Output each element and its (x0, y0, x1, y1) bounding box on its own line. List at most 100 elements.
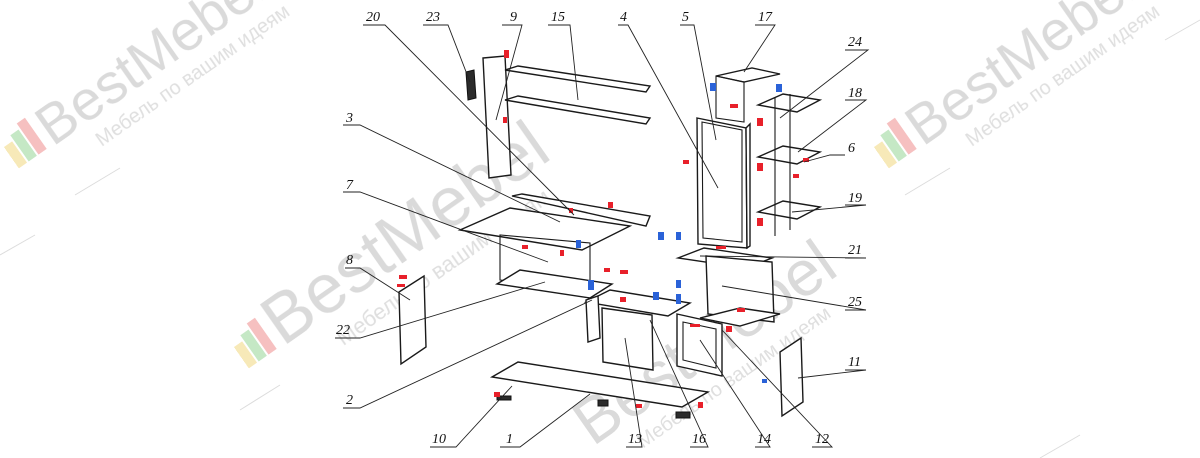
part-15-shelf-top (504, 65, 652, 93)
watermark-brand: BestMebel (894, 0, 1147, 157)
callout-4: 4 (620, 10, 627, 25)
callout-14: 14 (757, 432, 771, 447)
part-24-shelf (755, 93, 823, 113)
leader-6 (803, 154, 845, 163)
cam-fitting (658, 232, 664, 240)
part-16-panel (585, 295, 601, 343)
callout-6: 6 (848, 141, 855, 156)
leader-17 (743, 24, 776, 73)
screw-fitting (636, 404, 642, 408)
callout-16: 16 (692, 432, 706, 447)
callout-2: 2 (346, 393, 353, 408)
callout-22: 22 (336, 323, 350, 338)
watermark-guide-lines (0, 19, 1200, 458)
callout-labels: 20 23 9 15 4 5 17 24 18 6 19 3 7 8 22 2 … (336, 10, 862, 447)
screw-fitting (757, 163, 763, 171)
part-2-base-board (583, 289, 693, 317)
screw-fitting (757, 118, 763, 126)
leader-5 (680, 24, 717, 141)
leader-19 (791, 204, 867, 213)
leader-16 (649, 319, 709, 448)
screw-fitting (757, 218, 763, 226)
leader-22 (335, 281, 546, 339)
part-20-top-board (511, 193, 651, 227)
part-17-top-box (715, 75, 745, 123)
cam-fitting (676, 294, 681, 304)
screw-fitting (793, 174, 799, 178)
fittings (397, 50, 809, 408)
leader-3 (343, 124, 561, 223)
callout-15: 15 (551, 10, 565, 25)
cam-fitting (676, 280, 681, 288)
watermark-logo-center: BestMebel Мебель по вашим идеям (233, 106, 562, 369)
part-8-end-panel (398, 274, 427, 366)
cam-fitting (762, 379, 767, 383)
part-17-top-cap (715, 67, 781, 83)
cam-fitting (676, 232, 681, 240)
callout-13: 13 (628, 432, 642, 447)
callout-19: 19 (848, 191, 862, 206)
screw-fitting (494, 392, 500, 397)
part-16-foot (597, 399, 609, 407)
leader-15 (548, 24, 579, 101)
screw-fitting (730, 104, 738, 108)
part-11-end-panel (779, 336, 804, 418)
part-22-bottom-shelf (494, 269, 614, 299)
callout-5: 5 (682, 10, 689, 25)
leader-1 (500, 393, 591, 448)
cam-fitting (776, 84, 782, 92)
part-3-board (457, 207, 633, 251)
screw-fitting (698, 402, 703, 408)
screw-fitting (690, 324, 700, 327)
part-13-door (601, 307, 654, 371)
screw-fitting (522, 245, 528, 249)
callout-17: 17 (758, 10, 773, 25)
leader-7 (343, 191, 549, 263)
leader-25 (721, 285, 867, 311)
leader-18 (797, 99, 868, 153)
part-10-foot (496, 395, 512, 401)
part-14-door-frame (682, 321, 717, 369)
screw-fitting (803, 158, 809, 162)
screw-fitting (620, 270, 628, 274)
screw-fitting (503, 117, 507, 123)
screw-fitting (737, 308, 745, 312)
callout-24: 24 (848, 35, 862, 50)
callout-25: 25 (848, 295, 862, 310)
callout-21: 21 (848, 243, 862, 258)
leader-14 (699, 339, 771, 448)
leader-8 (345, 267, 411, 301)
leader-lines (335, 24, 870, 448)
callout-8: 8 (346, 253, 353, 268)
screw-fitting (504, 50, 509, 58)
screw-fitting (683, 160, 689, 164)
leader-10 (430, 385, 513, 448)
screw-fitting (608, 202, 613, 208)
callout-9: 9 (510, 10, 517, 25)
leader-13 (624, 337, 643, 448)
watermark-logo-right: BestMebel Мебель по вашим идеям (873, 0, 1164, 169)
callout-7: 7 (346, 178, 354, 193)
leader-12 (721, 329, 834, 448)
part-4-tall-cabinet-inner (701, 121, 743, 243)
leader-24 (779, 49, 870, 119)
leader-21 (699, 255, 867, 259)
part-25-cabinet-top (699, 307, 781, 327)
cam-fitting (588, 280, 594, 290)
screw-fitting (726, 326, 732, 332)
part-5-tall-cabinet (696, 117, 748, 249)
screw-fitting (399, 275, 407, 279)
leader-23 (423, 24, 471, 83)
callout-12: 12 (815, 432, 829, 447)
leader-2 (343, 299, 593, 409)
screw-fitting (716, 246, 726, 249)
watermark-logo-left: BestMebel Мебель по вашим идеям (3, 0, 294, 169)
cam-fitting (710, 83, 716, 91)
leader-4 (618, 24, 719, 189)
callout-11: 11 (848, 355, 861, 370)
callout-23: 23 (426, 10, 440, 25)
part-16-foot-2 (675, 411, 691, 419)
leader-20 (363, 24, 575, 216)
furniture-parts (398, 55, 823, 419)
